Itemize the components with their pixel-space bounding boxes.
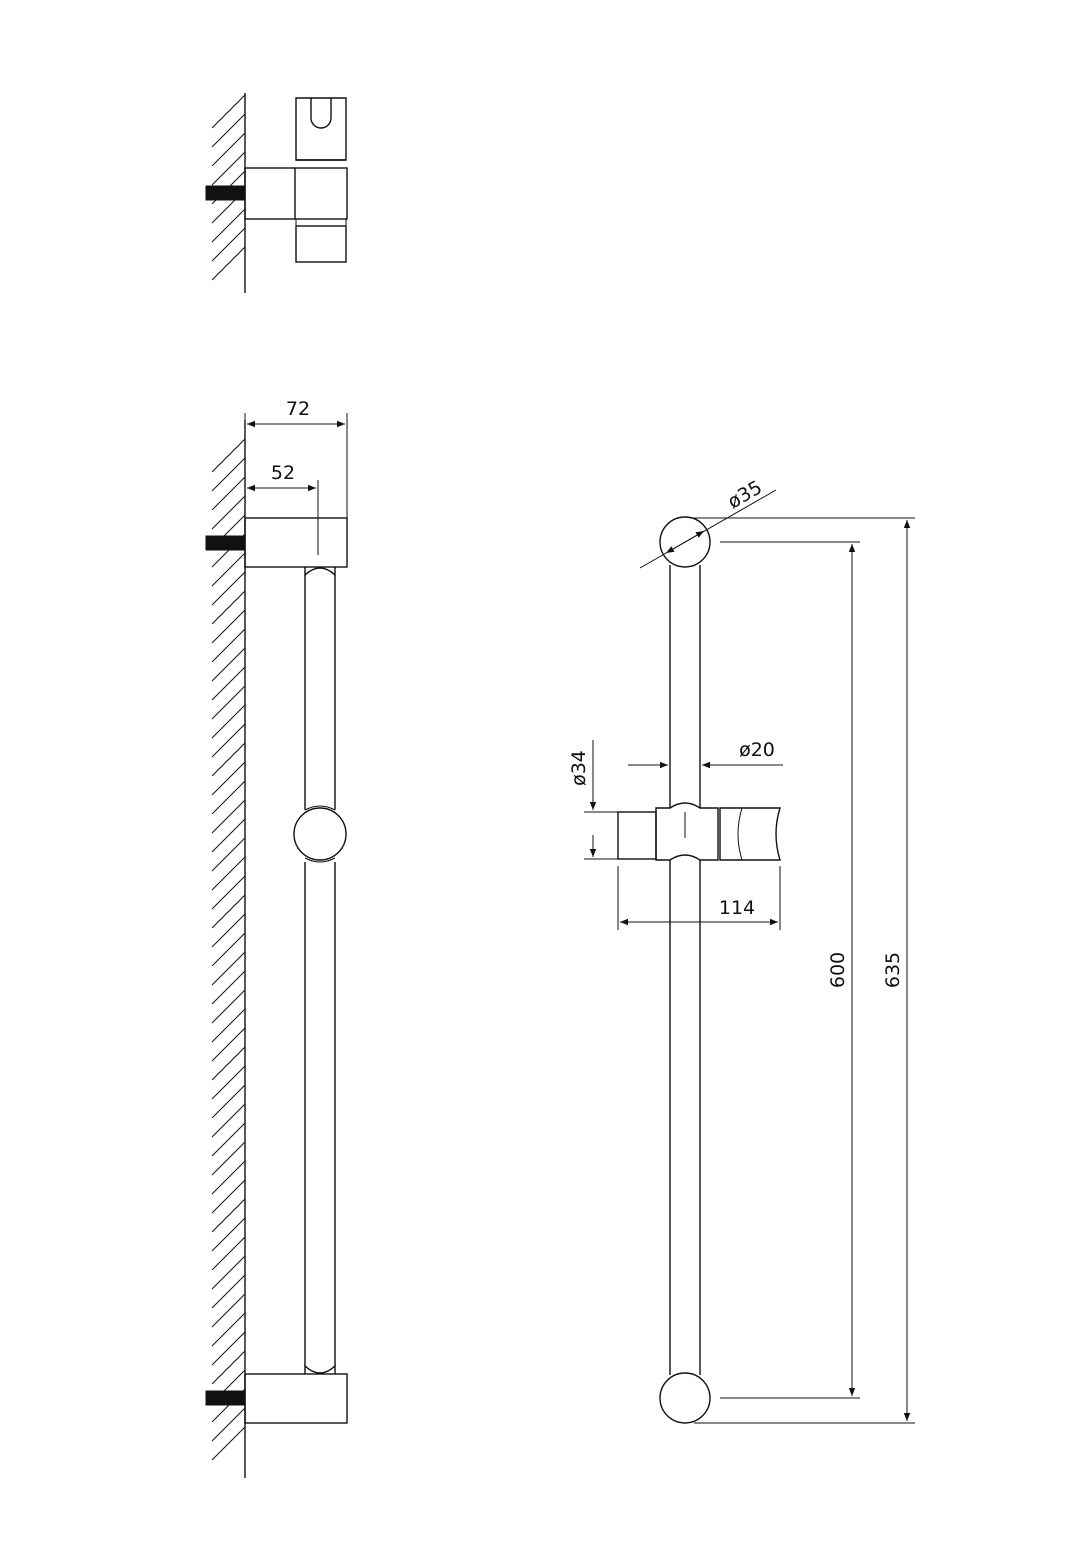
dim-arrows-d35 [665,530,705,554]
wall-hatch-side [211,438,246,1461]
hatch-stroke [211,1407,246,1442]
hatch-stroke [211,1274,246,1309]
hatch-stroke [211,647,246,682]
hatch-stroke [211,913,246,948]
slider-left-block [617,811,657,860]
dim-label-52: 52 [271,462,295,484]
dim-label-635: 635 [882,952,904,988]
hatch-stroke [211,94,246,129]
hatch-stroke [211,1046,246,1081]
hatch-stroke [211,1179,246,1214]
hatch-stroke [211,1084,246,1119]
hatch-stroke [211,1312,246,1347]
hatch-stroke [211,704,246,739]
hatch-stroke [211,1255,246,1290]
hatch-stroke [211,246,246,281]
hatch-stroke [211,151,246,186]
dim-label-600: 600 [827,952,849,988]
dim-label-d20: ø20 [739,739,775,761]
hatch-stroke [211,1198,246,1233]
holder-head [295,97,347,161]
hatch-stroke [211,1217,246,1252]
hatch-stroke [211,742,246,777]
hatch-stroke [211,799,246,834]
hatch-stroke [211,837,246,872]
wall-screw-top [205,185,246,201]
rail-top-cap [304,567,336,577]
slider-collar-bottom [304,857,336,863]
hatch-stroke [211,951,246,986]
hatch-stroke [211,932,246,967]
hatch-stroke [211,1350,246,1385]
hatch-stroke [211,894,246,929]
hatch-stroke [211,628,246,663]
hatch-stroke [211,609,246,644]
holder-grip [295,225,347,263]
hatch-stroke [211,132,246,167]
hatch-stroke [211,208,246,243]
hatch-stroke [211,818,246,853]
dim-label-114: 114 [719,897,755,919]
hatch-stroke [211,227,246,262]
rail-side-view: 72 52 [205,398,348,1478]
hatch-stroke [211,476,246,511]
hatch-stroke [211,590,246,625]
hatch-stroke [211,780,246,815]
hatch-stroke [211,571,246,606]
hatch-stroke [211,1008,246,1043]
hatch-stroke [211,989,246,1024]
hatch-stroke [211,552,246,587]
hatch-stroke [211,1065,246,1100]
hatch-stroke [211,438,246,473]
hatch-stroke [211,970,246,1005]
wall-screw-lower [205,1390,246,1406]
hatch-stroke [211,113,246,148]
dim-label-d34: ø34 [568,750,590,786]
slider-knob [293,807,347,861]
slider-holder-socket [719,807,781,861]
slider-holder-groove [737,807,743,861]
hatch-stroke [211,723,246,758]
hatch-stroke [211,685,246,720]
hatch-stroke [211,1103,246,1138]
hatch-stroke [211,1331,246,1366]
slider-collar-top [304,805,336,811]
slider-body [655,802,719,861]
hatch-stroke [211,1236,246,1271]
holder-clamp-block [244,167,348,220]
dim-label-72: 72 [286,398,310,420]
dim-line-d35 [639,489,777,569]
hatch-stroke [211,856,246,891]
lower-bracket [244,1373,348,1424]
hatch-stroke [211,666,246,701]
holder-hose-cradle [310,98,332,129]
wall-screw-upper [205,535,246,551]
hatch-stroke [211,1141,246,1176]
hatch-stroke [211,457,246,492]
bottom-end-cap [659,1372,711,1424]
rail-bottom-cap [304,1364,336,1374]
hatch-stroke [211,1426,246,1461]
hatch-stroke [211,1027,246,1062]
hatch-stroke [211,875,246,910]
upper-bracket [244,517,348,568]
hatch-stroke [211,495,246,530]
holder-detail-view [205,93,348,293]
hatch-stroke [211,761,246,796]
top-end-cap [659,516,711,568]
hatch-stroke [211,1122,246,1157]
hatch-stroke [211,1293,246,1328]
rail-front-view: ø35 600 635 ø20 ø34 114 [568,476,915,1424]
hatch-stroke [211,1160,246,1195]
